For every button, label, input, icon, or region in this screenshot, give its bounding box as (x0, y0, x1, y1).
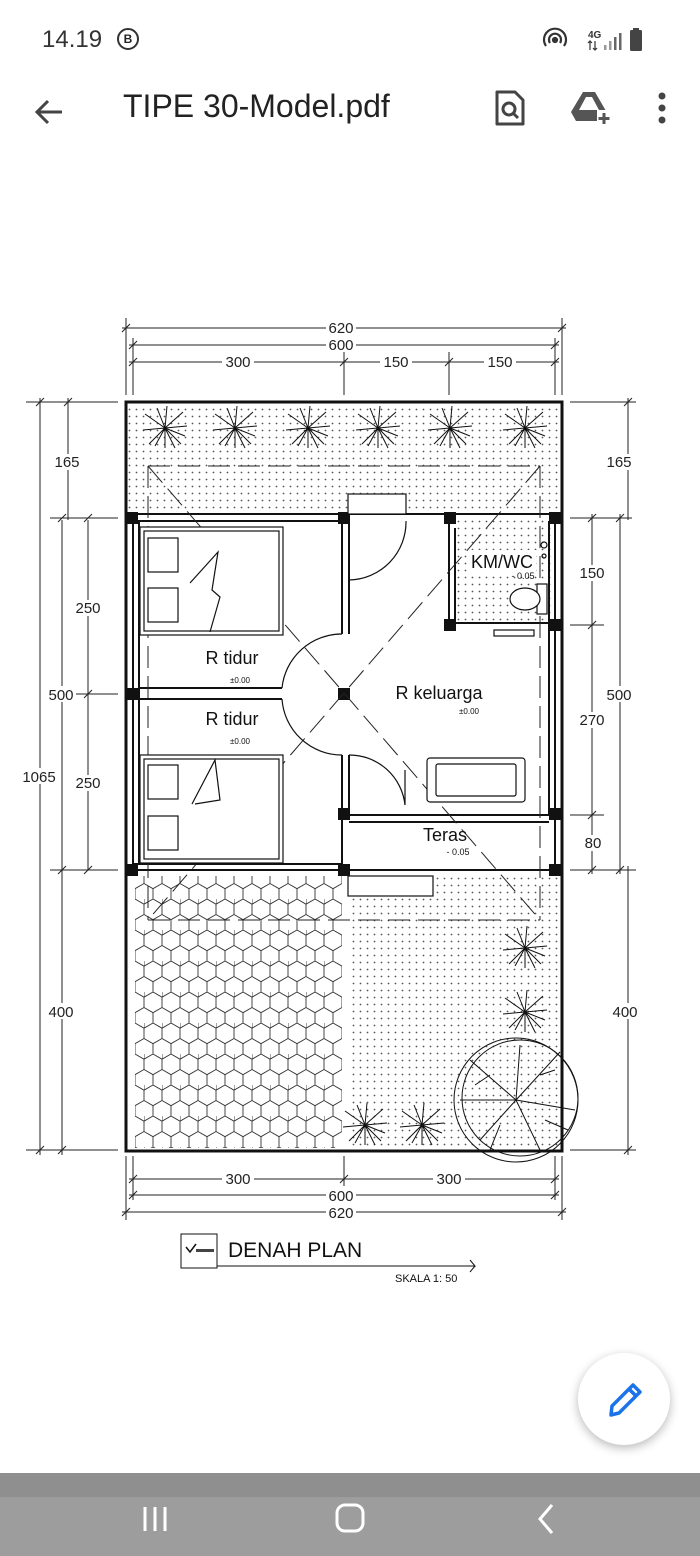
notification-badge: B (117, 28, 139, 50)
room-label-living: R keluarga (395, 683, 483, 703)
dim-top-600: 600 (328, 337, 353, 354)
dim-left-400: 400 (48, 1004, 73, 1021)
level-bedroom-2: ±0.00 (230, 737, 251, 746)
dim-left-1065: 1065 (22, 769, 55, 786)
sofa (426, 757, 526, 803)
dim-left-500: 500 (48, 687, 73, 704)
system-navigation-bar (0, 1473, 700, 1556)
plan-caption: DENAH PLAN (228, 1239, 362, 1262)
dim-top-300: 300 (225, 354, 250, 371)
right-dimensions (570, 397, 636, 1155)
dim-left-165: 165 (54, 454, 79, 471)
status-icons: 4G (542, 27, 642, 51)
home-icon[interactable] (320, 1499, 380, 1539)
app-bar: TIPE 30-Model.pdf (0, 78, 700, 163)
plot-boundary (124, 400, 564, 1153)
room-label-bedroom-2: R tidur (205, 709, 258, 729)
dim-right-270: 270 (579, 712, 604, 729)
drive-add-icon[interactable] (568, 86, 612, 130)
dim-bottom-620: 620 (328, 1205, 353, 1222)
level-living: ±0.00 (459, 707, 480, 716)
dim-bottom-300b: 300 (436, 1171, 461, 1188)
more-vert-icon[interactable] (640, 86, 684, 130)
back-arrow-icon[interactable] (28, 90, 72, 134)
status-time: 14.19 (42, 26, 103, 53)
dim-bottom-300a: 300 (225, 1171, 250, 1188)
toilet (493, 541, 548, 637)
doors (281, 493, 434, 897)
dim-top-150b: 150 (487, 354, 512, 371)
floor-plan-drawing: 620 600 300 150 150 165 250 500 250 (20, 318, 640, 1285)
bed-2 (139, 754, 284, 864)
columns (126, 512, 561, 876)
room-label-bath: KM/WC (471, 552, 533, 572)
dim-left-250a: 250 (75, 600, 100, 617)
dim-right-165: 165 (606, 454, 631, 471)
dim-top-620: 620 (328, 320, 353, 337)
recent-apps-icon[interactable] (125, 1499, 185, 1539)
pdf-viewer[interactable]: 620 600 300 150 150 165 250 500 250 (0, 162, 700, 1472)
navbar-top-band (0, 1473, 700, 1497)
room-label-bedroom-1: R tidur (205, 648, 258, 668)
signal-icon (604, 33, 622, 50)
dim-top-150a: 150 (383, 354, 408, 371)
edit-fab-button[interactable] (578, 1353, 670, 1445)
document-search-icon[interactable] (488, 86, 532, 130)
hotspot-icon (542, 27, 568, 47)
level-bath: - 0.05 (511, 571, 534, 581)
back-yard-hex-paving (135, 876, 342, 1148)
level-terrace: - 0.05 (446, 847, 469, 857)
back-nav-icon[interactable] (516, 1499, 576, 1539)
front-yard (128, 404, 560, 514)
dim-right-80: 80 (585, 835, 602, 852)
room-label-terrace: Teras (423, 825, 467, 845)
dim-left-250b: 250 (75, 775, 100, 792)
plants (142, 405, 548, 1146)
data-arrows-icon (587, 40, 598, 51)
dim-right-500: 500 (606, 687, 631, 704)
dim-right-400: 400 (612, 1004, 637, 1021)
document-title: TIPE 30-Model.pdf (123, 88, 390, 124)
plan-scale: SKALA 1: 50 (395, 1273, 457, 1285)
terrace-floor (349, 820, 553, 870)
tree (453, 1037, 579, 1163)
level-bedroom-1: ±0.00 (230, 676, 251, 685)
pencil-icon (609, 1383, 642, 1417)
network-type-label: 4G (588, 30, 602, 41)
battery-icon (630, 28, 642, 51)
caption-logo (180, 1233, 218, 1269)
caption-underline-arrow (217, 1259, 477, 1273)
bed-1 (139, 526, 284, 636)
dim-right-150: 150 (579, 565, 604, 582)
status-bar: 14.19 B 4G (0, 0, 700, 78)
dim-bottom-600: 600 (328, 1188, 353, 1205)
